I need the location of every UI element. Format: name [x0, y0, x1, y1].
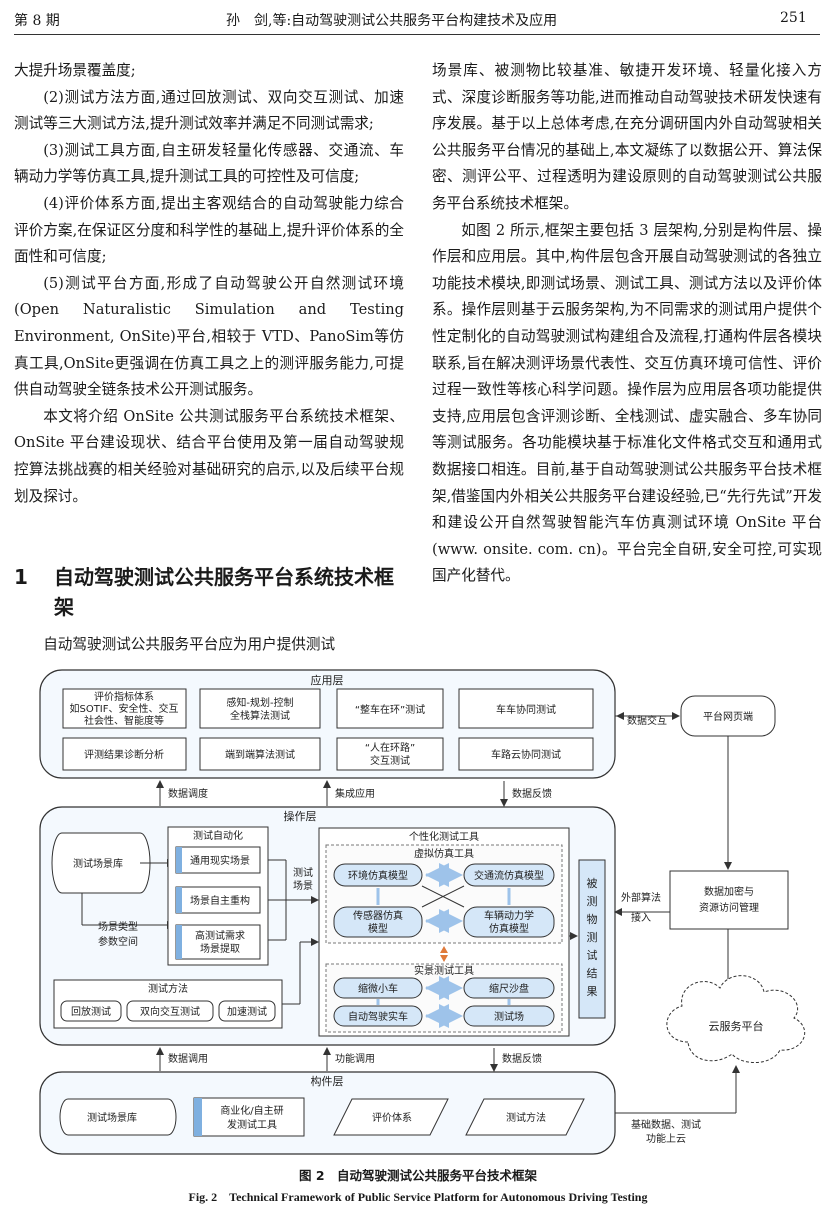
result-char: 测 — [587, 895, 598, 908]
section-title: 自动驾驶测试公共服务平台系统技术框架 — [54, 565, 394, 619]
scene-type-label: 场景类型 — [98, 920, 138, 933]
real-tool: 缩微小车 — [358, 982, 398, 995]
app-item: 评测结果诊断分析 — [84, 748, 164, 761]
arrow-label: 数据调用 — [168, 1052, 208, 1065]
app-item: 评价指标体系 — [94, 690, 154, 703]
running-header: 第 8 期 孙 剑,等:自动驾驶测试公共服务平台构建技术及应用 251 — [14, 10, 822, 34]
result-char: 物 — [587, 912, 598, 926]
figure-caption-cn: 图 2 自动驾驶测试公共服务平台技术框架 — [298, 1168, 538, 1183]
cloud-shape — [666, 975, 806, 1063]
test-method-label: 测试方法 — [148, 982, 188, 995]
data-management-label: 数据加密与 — [704, 885, 754, 898]
virtual-tools-label: 虚拟仿真工具 — [414, 847, 474, 860]
running-title: 孙 剑,等:自动驾驶测试公共服务平台构建技术及应用 — [226, 13, 558, 29]
app-item: 车路云协同测试 — [491, 748, 561, 761]
component-item: 发测试工具 — [227, 1118, 277, 1131]
component-item: 评价体系 — [372, 1112, 412, 1124]
scene-library-label: 测试场景库 — [73, 857, 123, 870]
paragraph: (2)测试方法方面,通过回放测试、双向交互测试、加速测试等三大测试方法,提升测试… — [14, 88, 404, 133]
page-number: 251 — [780, 10, 807, 26]
right-column: 场景库、被测物比较基准、敏捷开发环境、轻量化接入方式、深度诊断服务等功能,进而推… — [432, 58, 822, 590]
paragraph: (5)测试平台方面,形成了自动驾驶公开自然测试环境(Open Naturalis… — [14, 274, 404, 399]
cloud-service-label: 云服务平台 — [709, 1019, 764, 1033]
figure-caption-en: Fig. 2 Technical Framework of Public Ser… — [188, 1190, 648, 1204]
app-item: 如SOTIF、安全性、交互 — [69, 702, 178, 715]
app-item: “人在环路” — [365, 741, 415, 754]
arrow-label: 集成应用 — [335, 787, 375, 800]
arrow-label: 数据反馈 — [502, 1052, 542, 1065]
header-rule — [14, 34, 820, 35]
paragraph: 大提升场景覆盖度; — [14, 62, 136, 79]
result-char: 测 — [587, 931, 598, 944]
method-item: 加速测试 — [227, 1005, 267, 1018]
paragraph: 如图 2 所示,框架主要包括 3 层架构,分别是构件层、操作层和应用层。其中,构… — [432, 221, 822, 585]
component-item: 商业化/自主研 — [220, 1104, 283, 1117]
operation-layer-label: 操作层 — [284, 809, 317, 823]
method-item: 回放测试 — [71, 1005, 111, 1018]
component-layer-label: 构件层 — [311, 1074, 344, 1088]
sim-model: 模型 — [368, 922, 388, 935]
app-item: 端到端算法测试 — [225, 748, 295, 761]
issue-number: 第 8 期 — [14, 13, 60, 29]
test-result-box — [578, 859, 606, 1019]
paragraph: (3)测试工具方面,自主研发轻量化传感器、交通流、车辆动力学等仿真工具,提升测试… — [14, 141, 404, 186]
app-item: 感知-规划-控制 — [226, 696, 293, 709]
parameter-space-label: 参数空间 — [98, 935, 138, 948]
cloud-note: 功能上云 — [646, 1132, 686, 1145]
paragraph: (4)评价体系方面,提出主客观结合的自动驾驶能力综合评价方案,在保证区分度和科学… — [14, 194, 404, 266]
result-char: 试 — [587, 949, 598, 962]
application-layer-label: 应用层 — [311, 673, 344, 687]
component-item: 测试场景库 — [87, 1111, 137, 1124]
sim-model: 交通流仿真模型 — [474, 869, 544, 882]
scene-library-cylinder — [51, 832, 151, 894]
automation-item: 场景自主重构 — [190, 894, 250, 907]
app-item: 车车协同测试 — [496, 703, 556, 716]
sim-model: 仿真模型 — [489, 922, 529, 935]
app-item: 社会性、智能度等 — [84, 714, 164, 727]
result-char: 被 — [587, 877, 598, 890]
ext-algo-label: 接入 — [631, 911, 651, 924]
sim-model: 传感器仿真 — [353, 909, 403, 922]
test-scene-label: 测试 — [293, 866, 313, 879]
arrow-label: 数据反馈 — [512, 787, 552, 800]
result-char: 结 — [587, 967, 598, 980]
automation-item: 通用现实场景 — [190, 854, 250, 867]
data-management-label: 资源访问管理 — [699, 901, 759, 914]
result-char: 果 — [587, 985, 598, 998]
real-tools-label: 实景测试工具 — [414, 964, 474, 977]
personalized-tools-label: 个性化测试工具 — [409, 830, 479, 843]
data-management-box — [669, 870, 789, 930]
automation-item: 场景提取 — [200, 942, 240, 955]
automation-item: 高测试需求 — [195, 929, 245, 942]
data-exchange-label: 数据交互 — [627, 714, 667, 727]
paragraph: 本文将介绍 OnSite 公共测试服务平台系统技术框架、OnSite 平台建设现… — [14, 407, 404, 505]
arrow-label: 功能调用 — [335, 1052, 375, 1065]
app-item: 全栈算法测试 — [230, 709, 290, 722]
app-item: “整车在环”测试 — [355, 703, 425, 716]
component-item: 测试方法 — [506, 1111, 546, 1124]
test-automation-label: 测试自动化 — [193, 829, 243, 842]
paragraph: 自动驾驶测试公共服务平台应为用户提供测试 — [43, 636, 336, 653]
method-item: 双向交互测试 — [140, 1005, 200, 1018]
arrow-label: 数据调度 — [168, 787, 208, 800]
test-scene-label: 场景 — [293, 879, 313, 892]
sim-model: 车辆动力学 — [484, 909, 534, 922]
cloud-note: 基础数据、测试 — [631, 1118, 701, 1131]
left-column: 大提升场景覆盖度; (2)测试方法方面,通过回放测试、双向交互测试、加速测试等三… — [14, 58, 404, 510]
paragraph: 场景库、被测物比较基准、敏捷开发环境、轻量化接入方式、深度诊断服务等功能,进而推… — [432, 62, 822, 212]
ext-algo-label: 外部算法 — [621, 891, 661, 904]
real-tool: 测试场 — [494, 1010, 524, 1023]
platform-web-label: 平台网页端 — [703, 710, 753, 723]
real-tool: 缩尺沙盘 — [489, 982, 529, 995]
sim-model: 环境仿真模型 — [348, 869, 408, 882]
app-item: 交互测试 — [370, 754, 410, 767]
section-number: 1 — [14, 565, 28, 589]
real-tool: 自动驾驶实车 — [348, 1010, 408, 1023]
